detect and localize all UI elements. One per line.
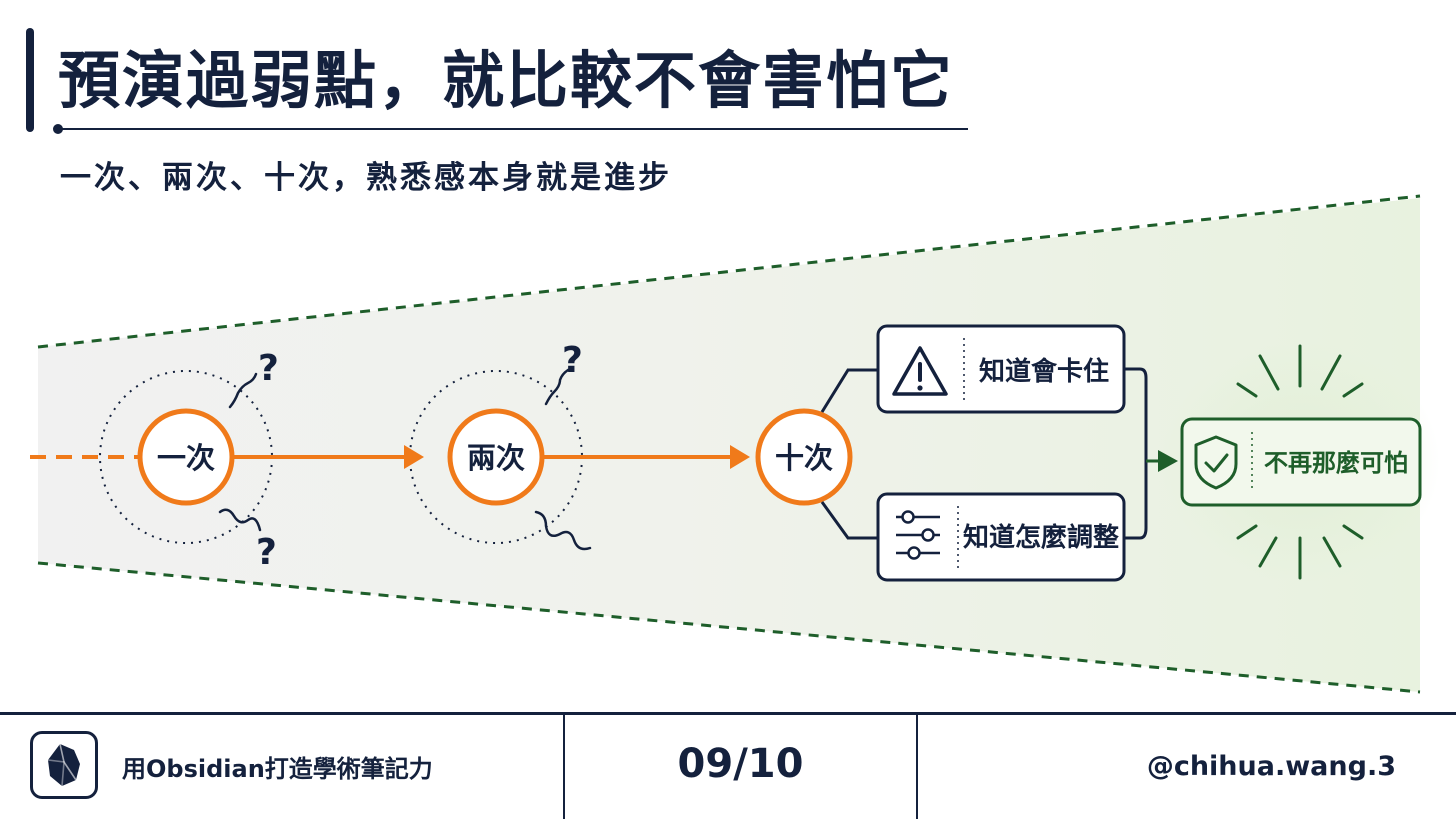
page-title: 預演過弱點，就比較不會害怕它 bbox=[58, 44, 955, 117]
stage-circle-3 bbox=[755, 408, 853, 506]
result-label: 不再那麼可怕 bbox=[1264, 449, 1408, 477]
stage-label-3: 十次 bbox=[775, 441, 833, 475]
branch-label-1: 知道會卡住 bbox=[979, 356, 1109, 387]
question-mark-1b: ? bbox=[256, 532, 277, 573]
stage-circle-2 bbox=[447, 408, 545, 506]
result-box bbox=[1180, 417, 1422, 507]
author-handle: @chihua.wang.3 bbox=[1146, 751, 1396, 782]
brand-name: 用Obsidian打造學術筆記力 bbox=[122, 755, 433, 783]
squiggle-1b bbox=[218, 508, 262, 532]
branch-connector-top bbox=[820, 368, 878, 413]
arrow-1-to-2-head bbox=[404, 445, 424, 469]
branch-connector-bottom bbox=[820, 501, 878, 540]
obsidian-logo-icon bbox=[30, 731, 98, 799]
stage-circle-1 bbox=[137, 408, 235, 506]
footer: 用Obsidian打造學術筆記力 09/10 @chihua.wang.3 bbox=[0, 712, 1456, 819]
cone-top-border bbox=[37, 194, 1421, 349]
title-accent-bar bbox=[26, 28, 34, 132]
cone-bottom-border bbox=[37, 561, 1421, 694]
squiggle-1a bbox=[228, 372, 258, 409]
merge-connector bbox=[1124, 367, 1148, 540]
shield-check-icon bbox=[1194, 435, 1238, 490]
warning-icon bbox=[892, 346, 948, 396]
footer-divider-1 bbox=[563, 715, 565, 819]
page-number: 09/10 bbox=[677, 741, 804, 787]
question-mark-2: ? bbox=[562, 340, 583, 381]
title-underline-dot bbox=[53, 124, 63, 134]
burst-lines bbox=[1236, 344, 1364, 580]
stage-label-1: 一次 bbox=[157, 441, 215, 475]
branch-label-2: 知道怎麼調整 bbox=[963, 522, 1119, 553]
progress-diagram: ? ? ? 一次 兩次 十次 知道會卡住 知道怎麼調整 bbox=[30, 194, 1440, 694]
title-underline bbox=[56, 128, 968, 130]
sliders-icon bbox=[896, 510, 940, 560]
squiggle-2a bbox=[544, 368, 570, 406]
arrow-2-to-3-head bbox=[730, 445, 750, 469]
squiggle-2b bbox=[534, 510, 592, 551]
merge-arrow-head bbox=[1158, 450, 1178, 472]
question-mark-1a: ? bbox=[258, 348, 279, 389]
page-subtitle: 一次、兩次、十次，熟悉感本身就是進步 bbox=[60, 160, 672, 196]
footer-divider-2 bbox=[916, 715, 918, 819]
stage-label-2: 兩次 bbox=[467, 441, 525, 475]
